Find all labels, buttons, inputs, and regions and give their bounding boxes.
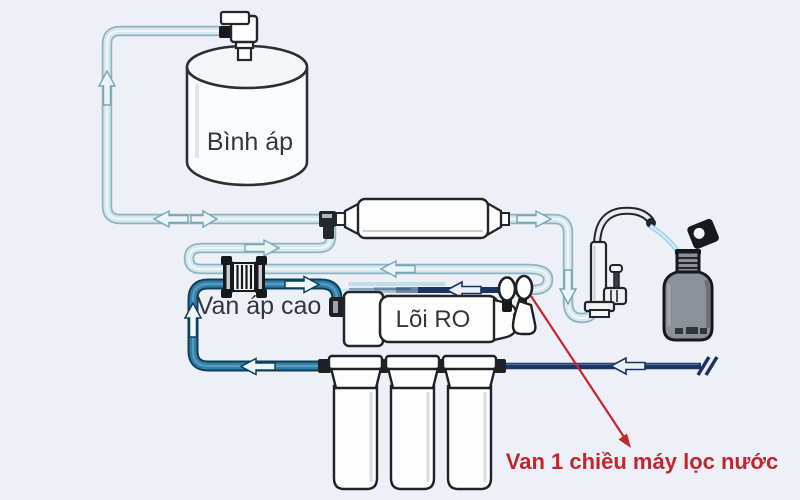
flow-arrow-left-tank-line [152,209,189,229]
ro-housing: Lõi RO [329,274,537,348]
prefilter-cartridge-3 [441,354,498,491]
tank-line-tube [101,25,333,225]
pump-loop-tube [187,278,343,372]
flow-arrow-right-postfilter [516,209,553,229]
ro-label: Lõi RO [396,306,471,333]
check-valve-hook [511,299,537,336]
bottle-label-marks [675,327,707,334]
pump-valve-label: Van áp cao [197,292,322,320]
inline-filter [335,197,510,240]
prefilter-cartridge-1 [327,354,384,491]
tank-label: Bình áp [207,128,293,156]
flow-arrow-left-prefilter-in [239,357,276,376]
drinking-faucet [583,206,687,318]
flow-arrow-left-source [609,356,646,376]
annotation-label: Van 1 chiều máy lọc nước [506,449,778,474]
pressure-tank: Bình áp [185,10,309,187]
flow-arrow-left-permeate [445,280,482,300]
flow-arrows [97,69,646,376]
return-tube [183,227,554,296]
flow-arrow-left-return [379,259,416,279]
prefilter-cartridge-2 [384,354,441,491]
flow-arrow-down-faucet [558,269,578,306]
flow-arrow-up-pump-in [183,301,203,338]
check-valve [497,274,537,336]
water-bottle [662,249,714,342]
flow-arrow-up-tank-line [97,69,117,106]
tank-valve [219,10,259,62]
faucet-handle [602,264,628,306]
branch-tee-fitting [319,211,336,239]
annotation: Van 1 chiều máy lọc nước [506,295,778,474]
annotation-arrow [530,295,625,438]
pump-valve [221,256,267,298]
flow-arrow-right-pump-out [284,275,321,294]
line-break-marks [696,356,719,376]
flow-arrow-right-tank-line [190,209,219,229]
ro-inlet-fitting [329,297,347,317]
bottle-cap [687,218,719,249]
annotation-arrowhead [618,433,631,448]
flow-arrow-right-branch [244,238,281,258]
